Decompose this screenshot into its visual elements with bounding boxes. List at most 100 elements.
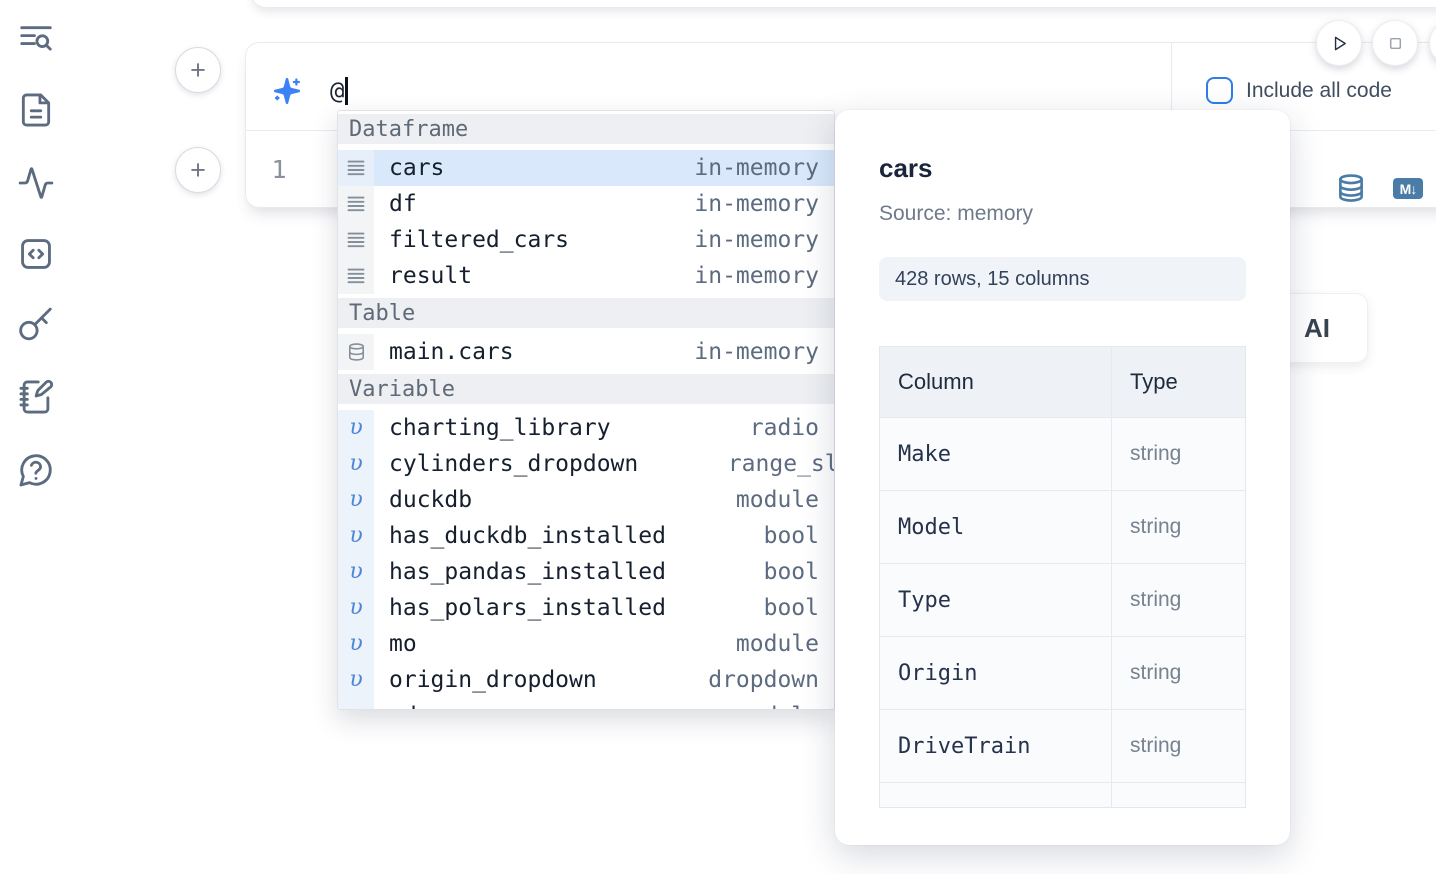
preview-title: cars	[879, 153, 933, 183]
variable-icon: υ	[338, 698, 374, 709]
rows-icon	[338, 186, 374, 222]
completion-detail: module	[735, 487, 819, 513]
table-row: DriveTrain string	[880, 710, 1245, 783]
completion-detail: bool	[763, 523, 819, 549]
variable-icon: υ	[338, 626, 374, 662]
add-cell-below-button[interactable]: +	[175, 147, 221, 193]
variable-icon: υ	[338, 554, 374, 590]
completion-detail: dropdown	[708, 667, 819, 693]
autocomplete-item[interactable]: υ has_polars_installed bool	[338, 590, 834, 626]
dataframe-preview-popup: cars Source: memory 428 rows, 15 columns…	[835, 110, 1290, 845]
autocomplete-item[interactable]: υ origin_dropdown dropdown	[338, 662, 834, 698]
prompt-text: @	[330, 76, 345, 105]
variable-icon: υ	[338, 518, 374, 554]
code-editor-row[interactable]: 1 M↓	[246, 131, 1436, 208]
autocomplete-section-header: Dataframe	[338, 114, 834, 144]
scratchpad-icon[interactable]	[17, 378, 55, 416]
table-header-row: Column Type	[880, 347, 1245, 418]
completion-label: origin_dropdown	[389, 667, 597, 693]
completion-detail: radio	[749, 415, 819, 441]
stop-button[interactable]	[1372, 20, 1418, 66]
include-all-code-label: Include all code	[1246, 78, 1392, 102]
completion-label: pd	[374, 703, 417, 709]
completion-detail: in-memory	[694, 191, 819, 217]
convert-to-sql-database-icon[interactable]	[1336, 173, 1366, 204]
table-row: Origin string	[880, 637, 1245, 710]
ai-card-label: AI	[1304, 312, 1330, 343]
column-name-cell: Make	[880, 418, 1112, 490]
table-row: Model string	[880, 491, 1245, 564]
autocomplete-section-header: Table	[338, 298, 834, 328]
completion-detail: bool	[763, 595, 819, 621]
autocomplete-item[interactable]: df in-memory	[338, 186, 834, 222]
completion-label: mo	[389, 631, 417, 657]
completion-detail: range_slider	[727, 451, 834, 477]
run-cell-button[interactable]	[1316, 20, 1362, 66]
completion-label: filtered_cars	[389, 227, 570, 253]
toc-search-icon[interactable]	[17, 19, 55, 57]
line-number: 1	[271, 155, 287, 184]
completion-detail: bool	[763, 559, 819, 585]
activity-icon[interactable]	[17, 164, 55, 202]
completion-label: duckdb	[389, 487, 473, 513]
stop-icon	[1389, 37, 1401, 49]
column-type-cell: string	[1130, 515, 1182, 538]
completion-label: cylinders_dropdown	[389, 451, 639, 477]
database-icon	[338, 334, 374, 370]
column-name-cell	[880, 783, 1112, 807]
variable-icon: υ	[338, 410, 374, 446]
autocomplete-item[interactable]: υ charting_library radio	[338, 410, 834, 446]
convert-to-markdown-icon[interactable]: M↓	[1393, 178, 1423, 199]
text-cursor	[345, 76, 348, 105]
column-name-cell: Model	[880, 491, 1112, 563]
completion-detail: module	[736, 703, 834, 709]
column-type-cell: string	[1130, 442, 1182, 465]
variable-icon: υ	[338, 446, 374, 482]
play-icon	[1334, 36, 1346, 50]
column-name-cell: DriveTrain	[880, 710, 1112, 782]
type-header: Type	[1130, 369, 1178, 394]
table-row	[880, 783, 1245, 807]
completion-label: charting_library	[389, 415, 611, 441]
preview-source: Source: memory	[879, 202, 1034, 225]
completion-detail: module	[735, 631, 819, 657]
completion-detail: in-memory	[694, 155, 819, 181]
column-type-cell	[1112, 783, 1245, 807]
autocomplete-item[interactable]: υ cylinders_dropdown range_slider	[338, 446, 834, 482]
completion-label: has_polars_installed	[389, 595, 666, 621]
ai-prompt-input[interactable]: @	[330, 76, 348, 105]
document-icon[interactable]	[17, 91, 55, 129]
column-header: Column	[880, 347, 1112, 417]
include-code-panel: Include all code	[1171, 43, 1436, 130]
completion-detail: in-memory	[694, 263, 819, 289]
snippets-icon[interactable]	[17, 235, 55, 273]
column-type-cell: string	[1130, 734, 1182, 757]
completion-label: has_duckdb_installed	[389, 523, 666, 549]
preview-shape-badge: 428 rows, 15 columns	[879, 257, 1246, 301]
autocomplete-item[interactable]: main.cars in-memory	[338, 334, 834, 370]
key-icon[interactable]	[17, 306, 55, 344]
completion-label: main.cars	[389, 339, 514, 365]
completion-detail: in-memory	[694, 339, 819, 365]
variable-icon: υ	[338, 482, 374, 518]
column-name-cell: Origin	[880, 637, 1112, 709]
completion-label: df	[389, 191, 417, 217]
rows-icon	[338, 150, 374, 186]
variable-icon: υ	[338, 590, 374, 626]
variable-icon: υ	[338, 662, 374, 698]
column-type-cell: string	[1130, 661, 1182, 684]
add-cell-above-button[interactable]: +	[175, 47, 221, 93]
help-icon[interactable]	[17, 451, 55, 489]
autocomplete-item[interactable]: υpd module	[338, 698, 834, 709]
autocomplete-section-header: Variable	[338, 374, 834, 404]
include-all-code-checkbox[interactable]	[1206, 77, 1233, 104]
autocomplete-item[interactable]: υ has_duckdb_installed bool	[338, 518, 834, 554]
